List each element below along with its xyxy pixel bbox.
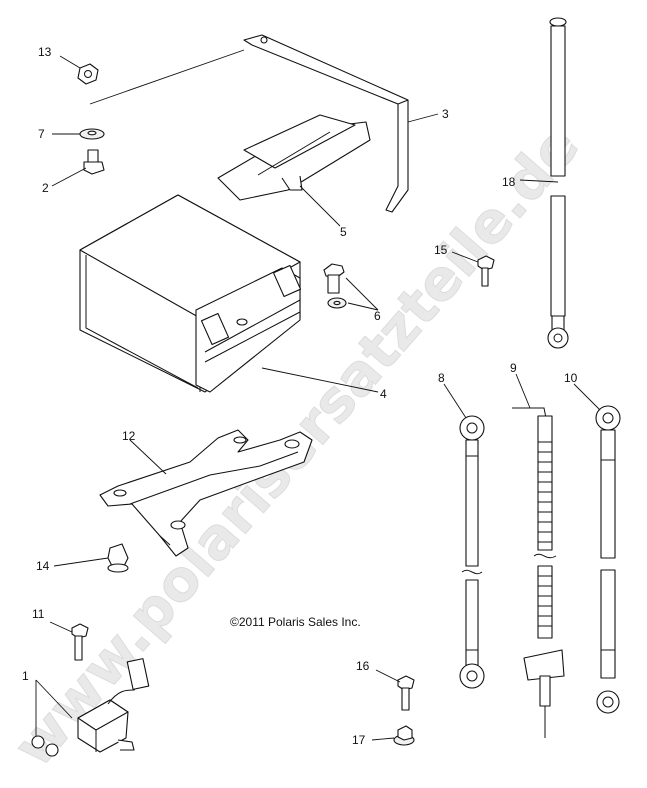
starter-solenoid [31, 658, 150, 757]
callout-6: 6 [374, 309, 381, 323]
callout-8: 8 [438, 371, 445, 385]
callout-13: 13 [38, 45, 52, 59]
bolt-16 [397, 675, 415, 711]
bolt-2 [83, 149, 105, 175]
callout-16: 16 [356, 659, 370, 673]
hold-down-strap [243, 34, 409, 213]
bolt-washer-6 [323, 263, 347, 309]
flange-nut-17 [393, 725, 415, 746]
callout-11: 11 [32, 607, 45, 621]
callout-18: 18 [502, 175, 516, 189]
battery-bracket [217, 114, 371, 201]
battery-tray [99, 429, 313, 557]
leader-lines [35, 49, 601, 741]
callout-labels: 13 7 2 3 5 6 4 15 18 12 14 11 1 16 17 8 … [22, 45, 578, 747]
callout-2: 2 [42, 181, 49, 195]
cable-8 [459, 415, 485, 689]
cable-10 [595, 405, 621, 714]
callout-3: 3 [442, 107, 449, 121]
battery [79, 194, 302, 393]
bolt-15 [477, 255, 495, 287]
washer-7 [79, 128, 105, 140]
cable-18 [547, 17, 569, 349]
nut-13 [77, 63, 99, 85]
callout-10: 10 [564, 371, 578, 385]
callout-14: 14 [36, 559, 50, 573]
callout-12: 12 [122, 429, 136, 443]
callout-17: 17 [352, 733, 366, 747]
push-clip-14 [107, 543, 129, 573]
callout-4: 4 [380, 387, 387, 401]
callout-5: 5 [340, 225, 347, 239]
bolt-11 [71, 623, 89, 661]
copyright-text: ©2011 Polaris Sales Inc. [230, 615, 361, 629]
callout-7: 7 [38, 127, 45, 141]
callout-9: 9 [510, 361, 517, 375]
callout-1: 1 [22, 669, 29, 683]
callout-15: 15 [434, 243, 448, 257]
cable-9 [512, 407, 565, 738]
